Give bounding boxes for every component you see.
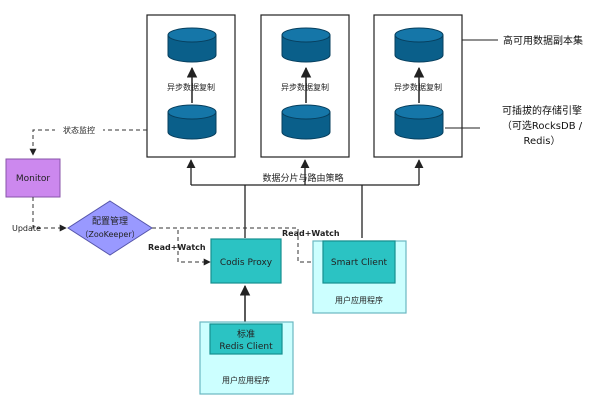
sharding-bus xyxy=(186,159,424,238)
read-watch-label-smart: Read+Watch xyxy=(282,229,340,238)
replication-label-1: 异步数据复制 xyxy=(167,82,215,92)
smart-client-app-label: 用户应用程序 xyxy=(335,295,383,305)
std-client-label-1: 标准 xyxy=(237,328,255,340)
monitor-label: Monitor xyxy=(16,174,51,184)
std-client-label-2: Redis Client xyxy=(219,342,273,352)
status-monitor-label: 状态监控 xyxy=(63,125,95,135)
update-line xyxy=(32,197,67,232)
slave-db-icon-3 xyxy=(394,104,444,140)
status-monitor-line xyxy=(29,129,147,156)
master-db-icon-1 xyxy=(167,27,217,63)
read-watch-line-smart xyxy=(152,227,323,266)
master-db-icon-3 xyxy=(394,27,444,63)
replication-label-3: 异步数据复制 xyxy=(394,82,442,92)
replica-set-label: 高可用数据副本集 xyxy=(503,34,583,47)
update-label: Update xyxy=(12,224,41,233)
storage-engine-label-3: Redis） xyxy=(524,135,561,147)
std-client-app-label: 用户应用程序 xyxy=(222,375,270,385)
codis-proxy-node[interactable] xyxy=(210,238,282,284)
std-redis-client-node[interactable] xyxy=(209,323,283,355)
master-db-icon-2 xyxy=(281,27,331,63)
slave-db-icon-2 xyxy=(281,104,331,140)
zookeeper-node[interactable] xyxy=(67,200,153,256)
read-watch-label-proxy: Read+Watch xyxy=(148,243,206,252)
codis-proxy-label: Codis Proxy xyxy=(220,258,273,268)
replication-label-2: 异步数据复制 xyxy=(281,82,329,92)
zookeeper-label-2: （ZooKeeper） xyxy=(80,230,139,239)
zookeeper-label-1: 配置管理 xyxy=(92,215,128,227)
smart-client-node[interactable] xyxy=(322,240,396,284)
replica-group-3: 异步数据复制 xyxy=(373,14,463,158)
storage-engine-label-1: 可插拔的存储引擎 xyxy=(502,104,582,117)
storage-engine-label-2: （可选RocksDB / xyxy=(502,119,583,132)
read-watch-line-proxy xyxy=(152,227,211,266)
sharding-label: 数据分片与路由策略 xyxy=(262,172,343,184)
smart-client-label: Smart Client xyxy=(331,258,388,268)
replica-group-1: 异步数据复制 xyxy=(146,14,236,158)
replica-group-2: 异步数据复制 xyxy=(260,14,350,158)
slave-db-icon-1 xyxy=(167,104,217,140)
